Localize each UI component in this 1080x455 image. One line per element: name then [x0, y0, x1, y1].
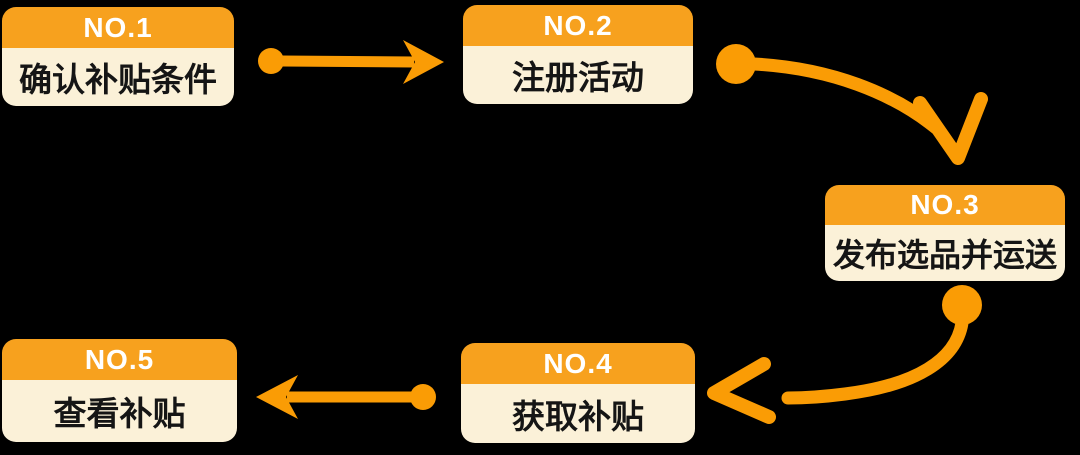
arrowhead-left-icon — [707, 357, 776, 424]
connector-dot-icon — [410, 384, 436, 410]
arrow-step2-to-step3 — [716, 44, 988, 165]
step-5-label: 查看补贴 — [2, 380, 237, 442]
step-box-2: NO.2 注册活动 — [463, 5, 693, 104]
connector-dot-icon — [716, 44, 756, 84]
connector-curve — [747, 57, 943, 135]
step-box-1: NO.1 确认补贴条件 — [2, 7, 234, 106]
step-3-label: 发布选品并运送 — [825, 225, 1065, 281]
step-2-label: 注册活动 — [463, 46, 693, 104]
step-5-number: NO.5 — [2, 339, 237, 380]
arrow-step3-to-step4 — [707, 285, 982, 424]
step-box-5: NO.5 查看补贴 — [2, 339, 237, 442]
connector-line — [281, 55, 415, 68]
step-3-number: NO.3 — [825, 185, 1065, 225]
step-1-label: 确认补贴条件 — [2, 48, 234, 106]
connector-dot-icon — [258, 48, 284, 74]
arrow-step4-to-step5 — [256, 375, 436, 419]
arrow-step1-to-step2 — [258, 40, 444, 84]
step-2-number: NO.2 — [463, 5, 693, 46]
step-box-3: NO.3 发布选品并运送 — [825, 185, 1065, 281]
step-4-label: 获取补贴 — [461, 384, 695, 443]
arrowhead-right-icon — [403, 40, 444, 84]
connector-dot-icon — [942, 285, 982, 325]
step-4-number: NO.4 — [461, 343, 695, 384]
connector-curve — [781, 316, 969, 405]
arrowhead-down-icon — [913, 92, 988, 165]
step-box-4: NO.4 获取补贴 — [461, 343, 695, 443]
arrowhead-left-icon — [256, 375, 298, 419]
step-1-number: NO.1 — [2, 7, 234, 48]
